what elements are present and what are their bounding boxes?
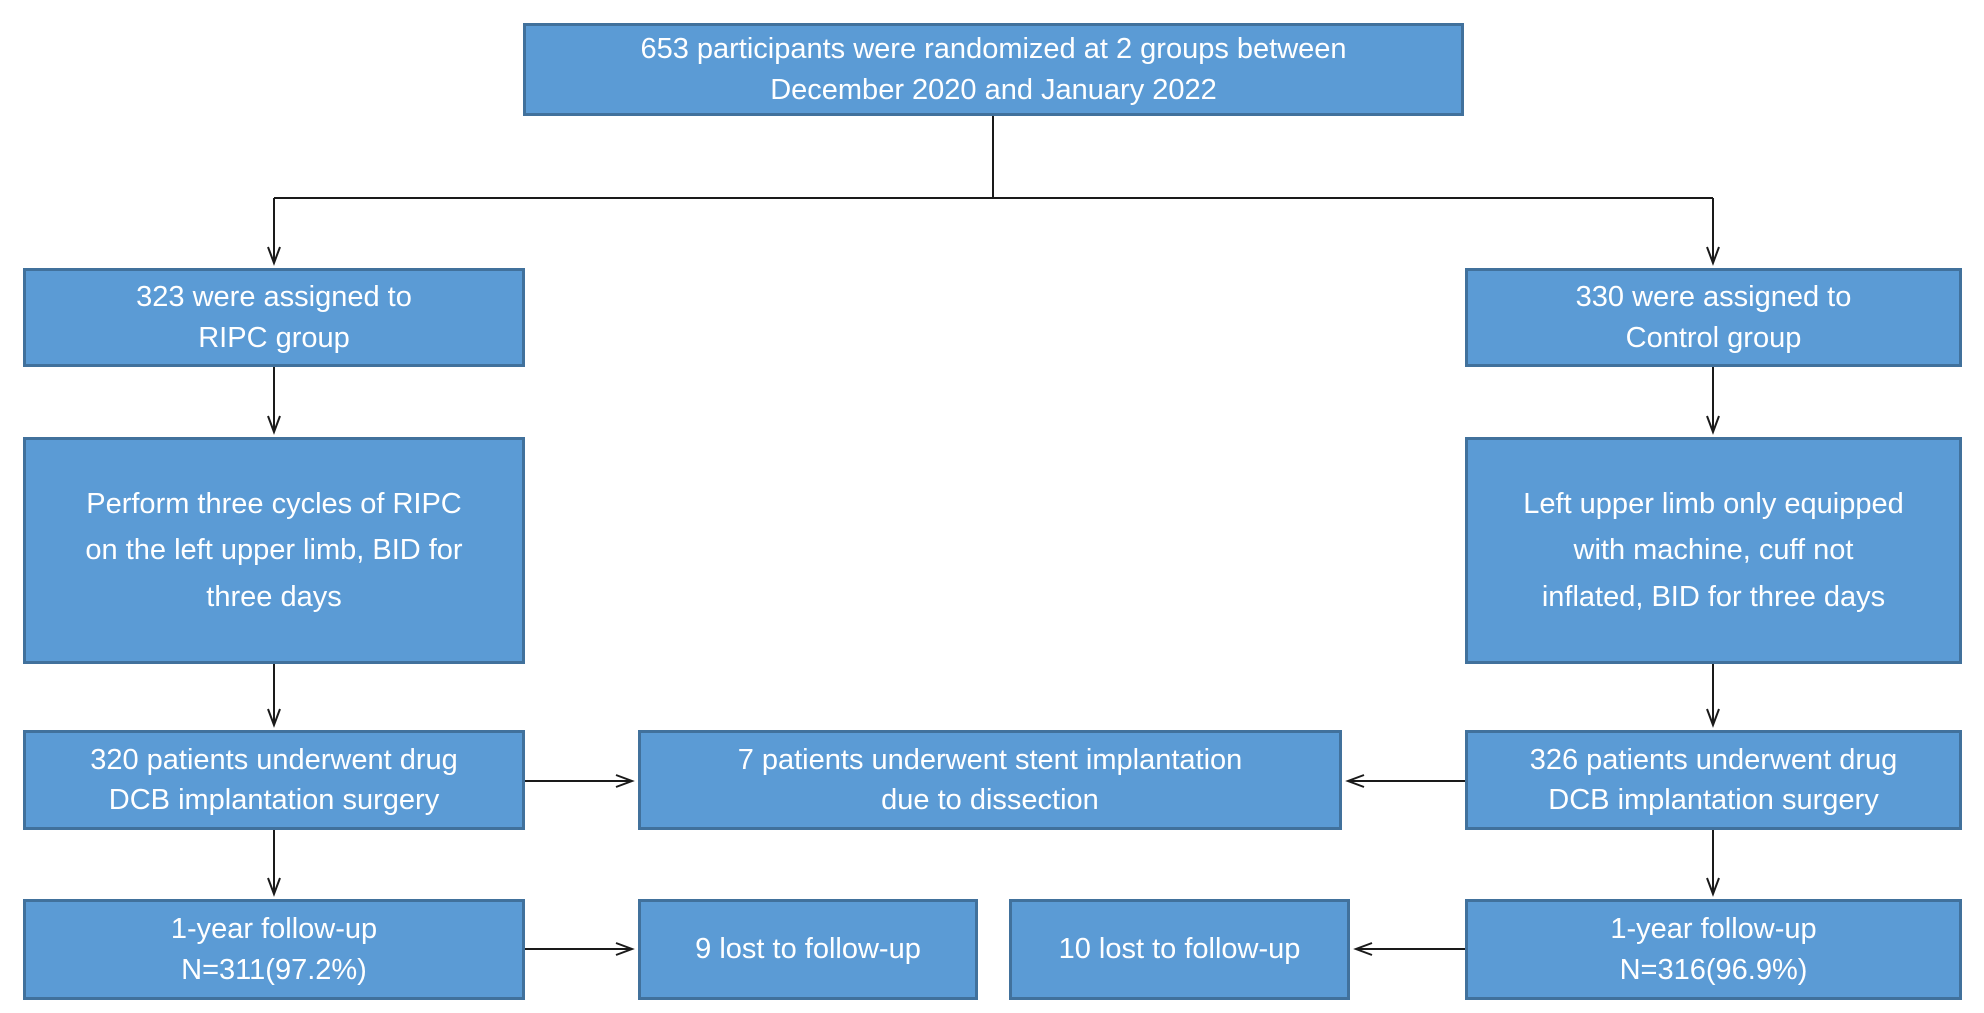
node-control-dcb-line2: DCB implantation surgery (1548, 784, 1879, 816)
node-ripc-intervention-line3: three days (206, 580, 342, 613)
node-control-intervention: Left upper limb only equipped with machi… (1465, 437, 1962, 664)
node-control-dcb: 326 patients underwent drug DCB implanta… (1465, 730, 1962, 830)
node-ripc-dcb-line2: DCB implantation surgery (108, 784, 440, 816)
node-ripc-intervention-line2: on the left upper limb, BID for (85, 534, 463, 567)
node-ripc-assigned: 323 were assigned to RIPC group (23, 268, 525, 367)
node-control-lost-to-followup: 10 lost to follow-up (1009, 899, 1350, 1000)
node-ripc-lost-to-followup: 9 lost to follow-up (638, 899, 978, 1000)
node-control-assigned-line1: 330 were assigned to (1575, 281, 1852, 314)
node-ripc-intervention-line1: Perform three cycles of RIPC (86, 487, 462, 520)
node-ripc-intervention: Perform three cycles of RIPC on the left… (23, 437, 525, 664)
node-ripc-lost-line1: 9 lost to follow-up (695, 933, 921, 966)
node-ripc-followup: 1-year follow-up N=311(97.2%) (23, 899, 525, 1000)
node-control-assigned-line2: Control group (1625, 321, 1802, 354)
node-randomized-line2: December 2020 and January 2022 (770, 73, 1217, 106)
node-randomized-line1: 653 participants were randomized at 2 gr… (640, 33, 1347, 66)
node-control-intervention-line1: Left upper limb only equipped (1523, 487, 1904, 520)
node-ripc-assigned-line1: 323 were assigned to (136, 281, 412, 314)
node-control-followup: 1-year follow-up N=316(96.9%) (1465, 899, 1962, 1000)
node-control-lost-line1: 10 lost to follow-up (1058, 933, 1301, 966)
node-randomized: 653 participants were randomized at 2 gr… (523, 23, 1464, 116)
node-stent-implantation-line1: 7 patients underwent stent implantation (737, 743, 1243, 776)
node-ripc-dcb: 320 patients underwent drug DCB implanta… (23, 730, 525, 830)
node-control-assigned: 330 were assigned to Control group (1465, 268, 1962, 367)
node-stent-implantation: 7 patients underwent stent implantation … (638, 730, 1342, 830)
node-ripc-followup-line2: N=311(97.2%) (181, 953, 367, 986)
node-control-followup-line2: N=316(96.9%) (1619, 953, 1808, 986)
node-control-intervention-line3: inflated, BID for three days (1541, 580, 1886, 613)
node-ripc-dcb-line1: 320 patients underwent drug (90, 743, 458, 776)
node-control-intervention-line2: with machine, cuff not (1573, 534, 1854, 567)
node-ripc-followup-line1: 1-year follow-up (170, 913, 378, 946)
node-control-followup-line1: 1-year follow-up (1610, 913, 1817, 946)
node-ripc-assigned-line2: RIPC group (198, 321, 350, 354)
node-stent-implantation-line2: due to dissection (881, 784, 1099, 816)
node-control-dcb-line1: 326 patients underwent drug (1529, 743, 1898, 776)
